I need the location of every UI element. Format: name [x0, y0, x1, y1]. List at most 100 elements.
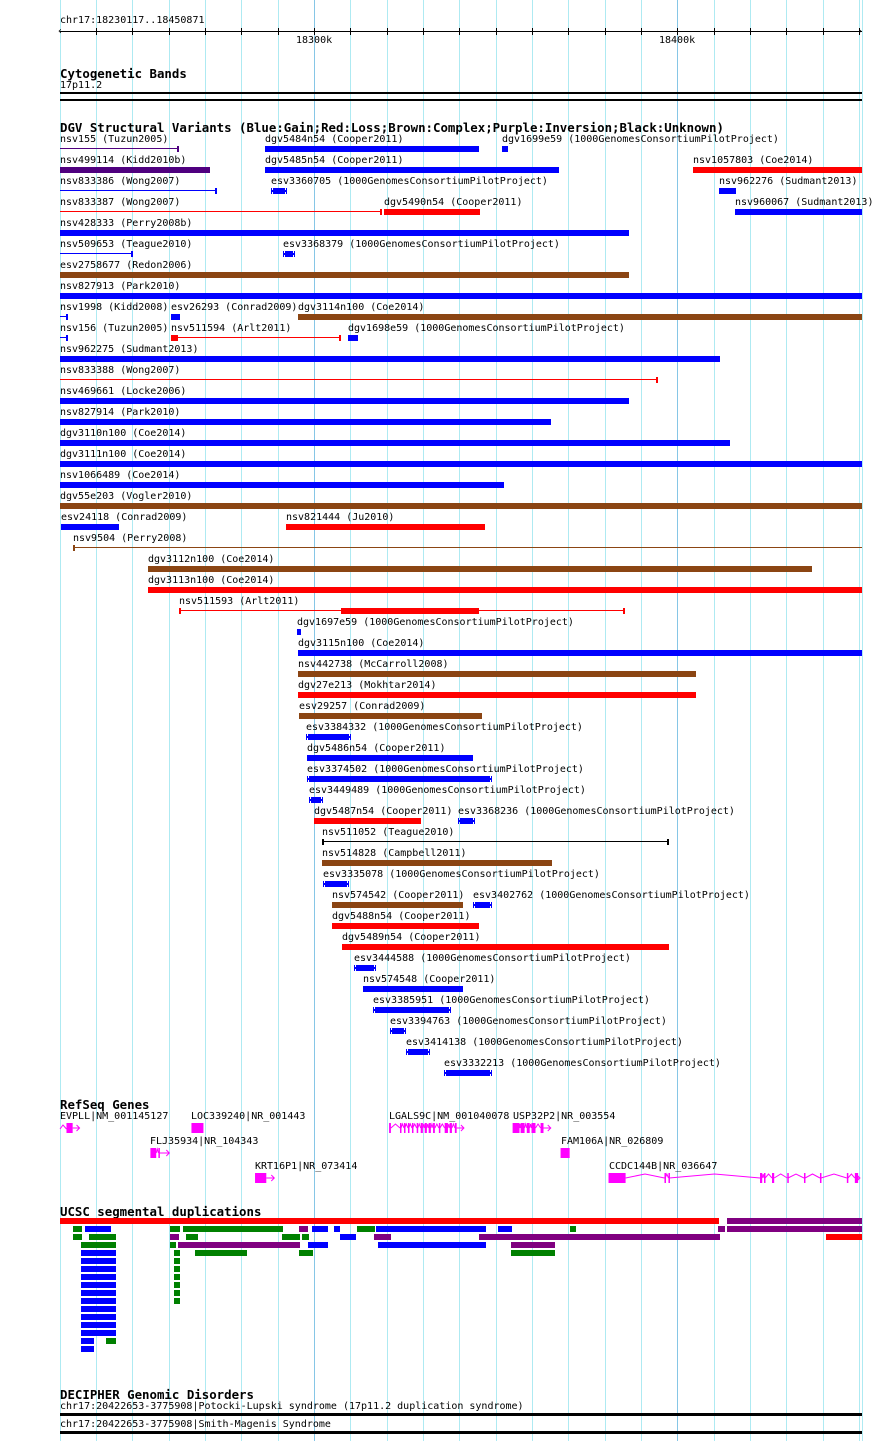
- structural-variant[interactable]: [306, 734, 351, 740]
- variant-label[interactable]: nsv821444 (Ju2010): [286, 512, 395, 523]
- structural-variant[interactable]: [444, 1070, 492, 1076]
- segmental-duplication[interactable]: [170, 1242, 176, 1248]
- segmental-duplication[interactable]: [81, 1250, 116, 1256]
- variant-label[interactable]: esv3374502 (1000GenomesConsortiumPilotPr…: [307, 764, 584, 775]
- variant-label[interactable]: dgv1697e59 (1000GenomesConsortiumPilotPr…: [297, 617, 574, 628]
- variant-label[interactable]: nsv827914 (Park2010): [60, 407, 181, 418]
- structural-variant[interactable]: [179, 608, 625, 614]
- structural-variant[interactable]: [60, 188, 217, 194]
- segmental-duplication[interactable]: [299, 1250, 313, 1256]
- segmental-duplication[interactable]: [376, 1226, 486, 1232]
- structural-variant[interactable]: [60, 335, 68, 341]
- variant-label[interactable]: dgv5489n54 (Cooper2011): [342, 932, 481, 943]
- segmental-duplication[interactable]: [81, 1274, 116, 1280]
- segmental-duplication[interactable]: [186, 1234, 198, 1240]
- structural-variant[interactable]: [735, 209, 862, 215]
- decipher-track-title[interactable]: DECIPHER Genomic Disorders: [60, 1387, 254, 1402]
- variant-label[interactable]: nsv1057803 (Coe2014): [693, 155, 814, 166]
- variant-label[interactable]: nsv155 (Tuzun2005): [60, 134, 169, 145]
- structural-variant[interactable]: [60, 146, 179, 152]
- variant-label[interactable]: nsv1998 (Kidd2008): [60, 302, 169, 313]
- structural-variant[interactable]: [60, 272, 629, 278]
- variant-label[interactable]: nsv499114 (Kidd2010b): [60, 155, 187, 166]
- variant-label[interactable]: esv29257 (Conrad2009): [299, 701, 426, 712]
- variant-label[interactable]: dgv5488n54 (Cooper2011): [332, 911, 471, 922]
- structural-variant[interactable]: [719, 188, 736, 194]
- segdup-track-title[interactable]: UCSC segmental duplications: [60, 1204, 262, 1219]
- scroll-right-arrow-icon[interactable]: ›: [857, 26, 864, 37]
- structural-variant[interactable]: [60, 209, 382, 215]
- segmental-duplication[interactable]: [106, 1338, 116, 1344]
- structural-variant[interactable]: [148, 566, 812, 572]
- structural-variant[interactable]: [171, 314, 180, 320]
- segmental-duplication[interactable]: [374, 1234, 391, 1240]
- variant-label[interactable]: nsv833386 (Wong2007): [60, 176, 181, 187]
- structural-variant[interactable]: [299, 713, 482, 719]
- structural-variant[interactable]: [73, 545, 862, 551]
- structural-variant[interactable]: [60, 314, 68, 320]
- structural-variant[interactable]: [60, 419, 551, 425]
- structural-variant[interactable]: [60, 167, 210, 173]
- segmental-duplication[interactable]: [60, 1218, 719, 1224]
- segmental-duplication[interactable]: [308, 1242, 328, 1248]
- structural-variant[interactable]: [171, 335, 341, 341]
- segmental-duplication[interactable]: [81, 1338, 94, 1344]
- variant-label[interactable]: nsv574542 (Cooper2011): [332, 890, 465, 901]
- segmental-duplication[interactable]: [718, 1226, 725, 1232]
- structural-variant[interactable]: [271, 188, 287, 194]
- variant-label[interactable]: esv3332213 (1000GenomesConsortiumPilotPr…: [444, 1058, 721, 1069]
- structural-variant[interactable]: [60, 503, 862, 509]
- variant-label[interactable]: nsv960067 (Sudmant2013): [735, 197, 874, 208]
- gene-label[interactable]: USP32P2|NR_003554: [513, 1111, 616, 1122]
- variant-label[interactable]: nsv9504 (Perry2008): [73, 533, 188, 544]
- segmental-duplication[interactable]: [174, 1298, 180, 1304]
- variant-label[interactable]: esv3394763 (1000GenomesConsortiumPilotPr…: [390, 1016, 667, 1027]
- structural-variant[interactable]: [314, 818, 421, 824]
- segmental-duplication[interactable]: [195, 1250, 247, 1256]
- segmental-duplication[interactable]: [81, 1322, 116, 1328]
- structural-variant[interactable]: [60, 440, 730, 446]
- variant-label[interactable]: nsv442738 (McCarroll2008): [298, 659, 449, 670]
- variant-label[interactable]: dgv5487n54 (Cooper2011): [314, 806, 453, 817]
- refseq-track-title[interactable]: RefSeq Genes: [60, 1097, 150, 1112]
- structural-variant[interactable]: [373, 1007, 451, 1013]
- variant-label[interactable]: esv3368379 (1000GenomesConsortiumPilotPr…: [283, 239, 560, 250]
- structural-variant[interactable]: [283, 251, 295, 257]
- gene-label[interactable]: LOC339240|NR_001443: [191, 1111, 306, 1122]
- variant-label[interactable]: nsv833387 (Wong2007): [60, 197, 181, 208]
- segmental-duplication[interactable]: [81, 1330, 116, 1336]
- gene-label[interactable]: KRT16P1|NR_073414: [255, 1161, 358, 1172]
- gene-model[interactable]: [0, 1146, 890, 1160]
- structural-variant[interactable]: [348, 335, 358, 341]
- variant-label[interactable]: esv26293 (Conrad2009): [171, 302, 298, 313]
- structural-variant[interactable]: [332, 902, 463, 908]
- variant-label[interactable]: nsv514828 (Campbell2011): [322, 848, 467, 859]
- structural-variant[interactable]: [60, 293, 862, 299]
- segmental-duplication[interactable]: [174, 1290, 180, 1296]
- structural-variant[interactable]: [61, 524, 119, 530]
- segmental-duplication[interactable]: [170, 1226, 180, 1232]
- gene-model[interactable]: [0, 1146, 890, 1160]
- decipher-item-bar[interactable]: [60, 1431, 862, 1434]
- dgv-track-title[interactable]: DGV Structural Variants (Blue:Gain;Red:L…: [60, 120, 724, 135]
- variant-label[interactable]: esv24118 (Conrad2009): [61, 512, 188, 523]
- segmental-duplication[interactable]: [81, 1290, 116, 1296]
- segmental-duplication[interactable]: [312, 1226, 328, 1232]
- structural-variant[interactable]: [342, 944, 669, 950]
- variant-label[interactable]: nsv428333 (Perry2008b): [60, 218, 193, 229]
- segmental-duplication[interactable]: [727, 1226, 862, 1232]
- structural-variant[interactable]: [60, 398, 629, 404]
- structural-variant[interactable]: [286, 524, 485, 530]
- gene-label[interactable]: LGALS9C|NM_001040078: [389, 1111, 510, 1122]
- structural-variant[interactable]: [473, 902, 492, 908]
- segmental-duplication[interactable]: [183, 1226, 283, 1232]
- structural-variant[interactable]: [384, 209, 480, 215]
- segmental-duplication[interactable]: [826, 1234, 862, 1240]
- variant-label[interactable]: dgv5490n54 (Cooper2011): [384, 197, 523, 208]
- structural-variant[interactable]: [148, 587, 862, 593]
- structural-variant[interactable]: [60, 482, 504, 488]
- structural-variant[interactable]: [322, 860, 552, 866]
- variant-label[interactable]: nsv511052 (Teague2010): [322, 827, 455, 838]
- gene-label[interactable]: EVPLL|NM_001145127: [60, 1111, 169, 1122]
- variant-label[interactable]: dgv3114n100 (Coe2014): [298, 302, 425, 313]
